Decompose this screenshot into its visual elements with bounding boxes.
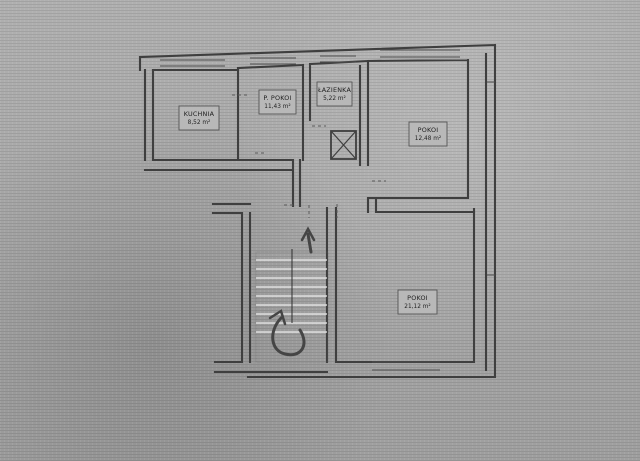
room-name: POKOI: [418, 126, 439, 134]
window-marks: [160, 49, 495, 371]
bathroom-shaft: [330, 130, 357, 160]
room-label-lazienka: ŁAZIENKA 5,22 m²: [316, 81, 353, 107]
room-area: 12,48 m²: [415, 135, 441, 142]
room-label-kuchnia: KUCHNIA 8,52 m²: [178, 105, 220, 131]
room-name: POKOI: [407, 294, 428, 302]
room-label-p-pokoi: P. POKOI 11,43 m²: [258, 89, 297, 115]
room-area: 5,22 m²: [323, 95, 346, 102]
stair-direction-arrows: [268, 226, 316, 357]
room-walls: [151, 58, 476, 214]
room-label-pokoi-upper: POKOI 12,48 m²: [408, 121, 448, 147]
room-name: KUCHNIA: [184, 110, 215, 118]
room-name: ŁAZIENKA: [317, 86, 352, 94]
room-area: 11,43 m²: [264, 103, 290, 110]
room-name: P. POKOI: [263, 94, 291, 102]
door-swing-hints: [232, 94, 386, 218]
room-label-pokoi-lower: POKOI 21,12 m²: [397, 289, 438, 315]
outer-wall: [138, 43, 497, 379]
room-area: 21,12 m²: [404, 303, 430, 310]
room-area: 8,52 m²: [188, 119, 211, 126]
staircase: [255, 249, 329, 363]
